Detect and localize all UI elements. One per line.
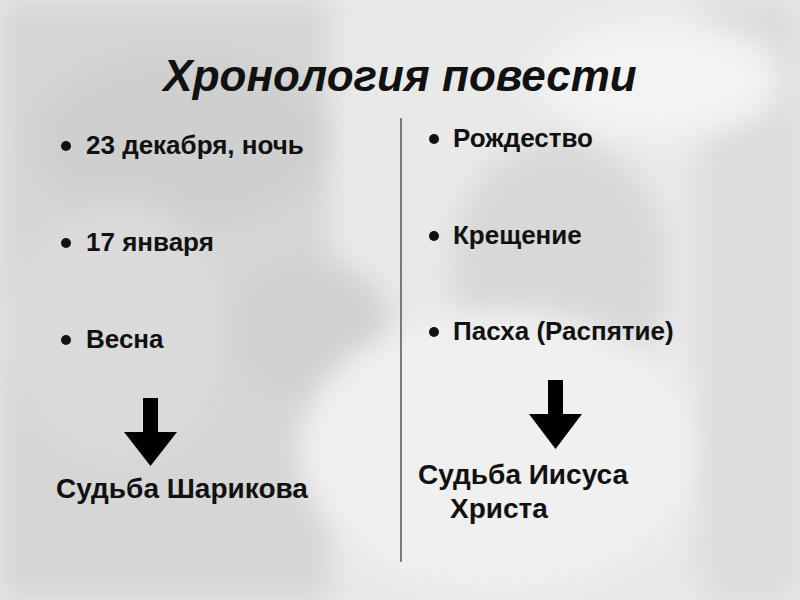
slide-title: Хронология повести	[100, 50, 700, 103]
down-arrow	[529, 380, 582, 449]
timeline-item: Крещение	[453, 220, 773, 251]
timeline-item: Рождество	[453, 123, 773, 154]
bullet-dots	[61, 134, 439, 345]
down-arrow	[124, 398, 177, 466]
timeline-item: 23 декабря, ночь	[86, 130, 386, 161]
timeline-item: Пасха (Распятие)	[453, 316, 773, 347]
column-divider	[400, 118, 402, 562]
conclusion-text: Судьба Иисуса Христа	[418, 458, 703, 525]
timeline-item: Весна	[86, 324, 386, 355]
conclusion-text: Судьба Шарикова	[56, 472, 386, 506]
timeline-item: 17 января	[86, 227, 386, 258]
